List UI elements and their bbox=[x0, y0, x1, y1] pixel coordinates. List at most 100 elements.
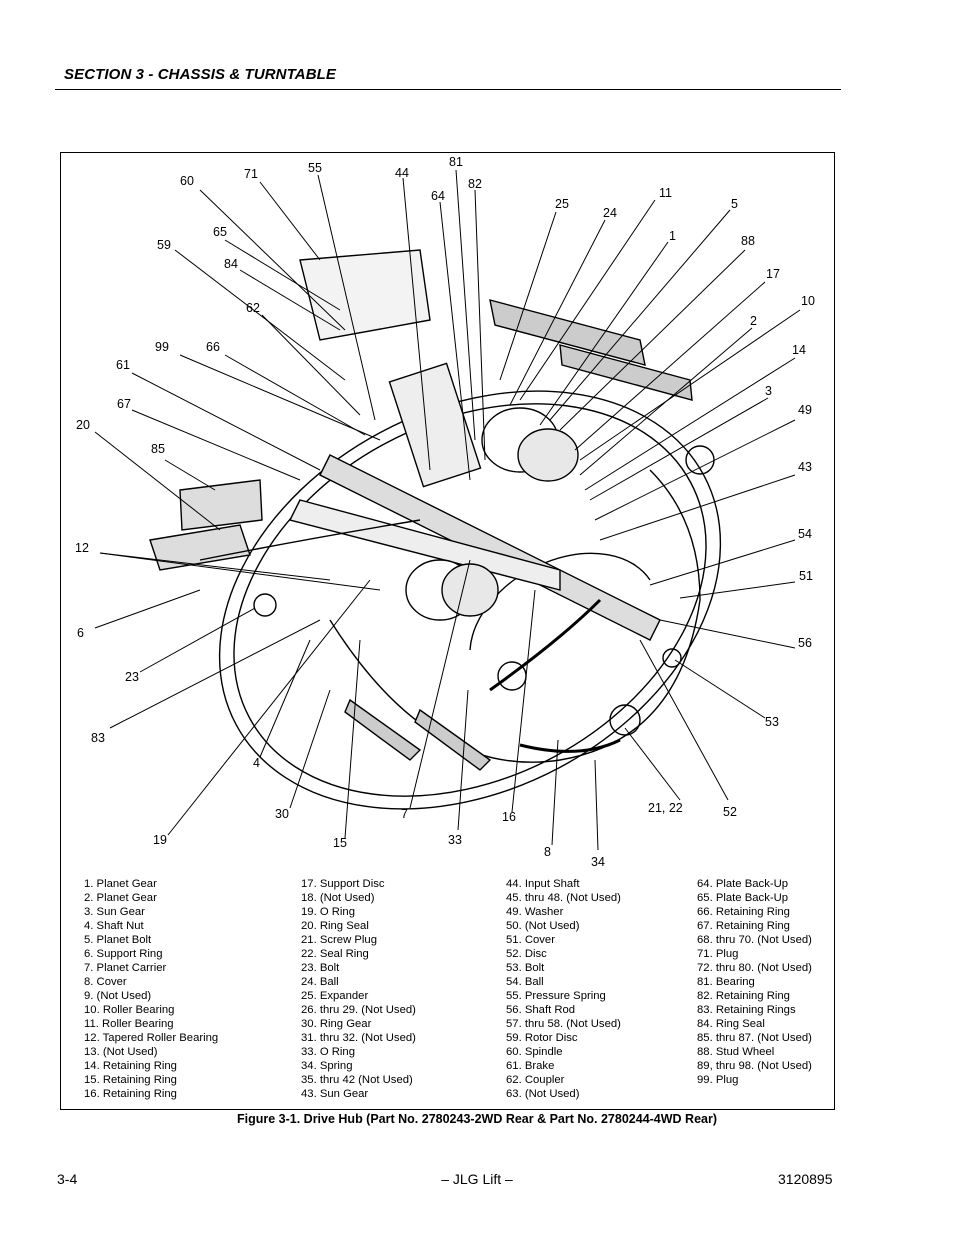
callout-4: 4 bbox=[253, 756, 260, 770]
callout-44: 44 bbox=[395, 166, 409, 180]
legend-item: 2. Planet Gear bbox=[84, 892, 157, 904]
callout-21-22: 21, 22 bbox=[648, 801, 683, 815]
callout-65: 65 bbox=[213, 225, 227, 239]
callout-14: 14 bbox=[792, 343, 806, 357]
callout-23: 23 bbox=[125, 670, 139, 684]
callout-62: 62 bbox=[246, 301, 260, 315]
callout-11: 11 bbox=[659, 186, 672, 200]
document-number: 3120895 bbox=[778, 1171, 833, 1187]
legend-item: 85. thru 87. (Not Used) bbox=[697, 1032, 812, 1044]
legend-item: 84. Ring Seal bbox=[697, 1018, 765, 1030]
legend-item: 8. Cover bbox=[84, 976, 127, 988]
legend-item: 15. Retaining Ring bbox=[84, 1074, 177, 1086]
parts-legend-col4: 64. Plate Back-Up 65. Plate Back-Up 66. … bbox=[697, 877, 812, 1087]
legend-item: 63. (Not Used) bbox=[506, 1088, 580, 1100]
parts-legend-col1: 1. Planet Gear 2. Planet Gear 3. Sun Gea… bbox=[84, 877, 218, 1101]
callout-67: 67 bbox=[117, 397, 131, 411]
callout-5: 5 bbox=[731, 197, 738, 211]
legend-item: 12. Tapered Roller Bearing bbox=[84, 1032, 219, 1044]
legend-item: 72. thru 80. (Not Used) bbox=[697, 962, 812, 974]
callout-71: 71 bbox=[244, 167, 258, 181]
parts-legend-col3: 44. Input Shaft 45. thru 48. (Not Used) … bbox=[506, 877, 621, 1101]
callout-59: 59 bbox=[157, 238, 171, 252]
legend-item: 43. Sun Gear bbox=[301, 1088, 369, 1100]
legend-item: 17. Support Disc bbox=[301, 878, 385, 890]
callout-88: 88 bbox=[741, 234, 755, 248]
legend-item: 19. O Ring bbox=[301, 906, 356, 918]
figure-caption: Figure 3-1. Drive Hub (Part No. 2780243-… bbox=[236, 1112, 718, 1126]
callout-99: 99 bbox=[155, 340, 169, 354]
legend-item: 88. Stud Wheel bbox=[697, 1046, 775, 1058]
callout-1: 1 bbox=[669, 229, 676, 243]
legend-item: 44. Input Shaft bbox=[506, 878, 580, 890]
callout-34: 34 bbox=[591, 855, 605, 869]
callout-20: 20 bbox=[76, 418, 90, 432]
callout-30: 30 bbox=[275, 807, 289, 821]
legend-item: 55. Pressure Spring bbox=[506, 990, 606, 1002]
page-number: 3-4 bbox=[57, 1171, 78, 1187]
legend-item: 1. Planet Gear bbox=[84, 878, 157, 890]
callout-8: 8 bbox=[544, 845, 551, 859]
legend-item: 64. Plate Back-Up bbox=[697, 878, 789, 890]
legend-item: 61. Brake bbox=[506, 1060, 555, 1072]
callout-12: 12 bbox=[75, 541, 89, 555]
legend-item: 3. Sun Gear bbox=[84, 906, 145, 918]
callout-85: 85 bbox=[151, 442, 165, 456]
legend-item: 20. Ring Seal bbox=[301, 920, 369, 932]
legend-item: 16. Retaining Ring bbox=[84, 1088, 177, 1100]
footer-publisher: – JLG Lift – bbox=[441, 1171, 513, 1187]
legend-item: 82. Retaining Ring bbox=[697, 990, 790, 1002]
callout-61: 61 bbox=[116, 358, 130, 372]
legend-item: 71. Plug bbox=[697, 948, 739, 960]
legend-item: 25. Expander bbox=[301, 990, 369, 1002]
callout-51: 51 bbox=[799, 569, 813, 583]
legend-item: 14. Retaining Ring bbox=[84, 1060, 177, 1072]
legend-item: 22. Seal Ring bbox=[301, 948, 369, 960]
callout-82: 82 bbox=[468, 177, 482, 191]
callout-43: 43 bbox=[798, 460, 812, 474]
legend-item: 7. Planet Carrier bbox=[84, 962, 167, 974]
callout-64: 64 bbox=[431, 189, 445, 203]
legend-item: 62. Coupler bbox=[506, 1074, 565, 1086]
legend-item: 31. thru 32. (Not Used) bbox=[301, 1032, 416, 1044]
callout-84: 84 bbox=[224, 257, 238, 271]
callout-49: 49 bbox=[798, 403, 812, 417]
legend-item: 50. (Not Used) bbox=[506, 920, 580, 932]
legend-item: 49. Washer bbox=[506, 906, 564, 918]
callout-17: 17 bbox=[766, 267, 780, 281]
callout-19: 19 bbox=[153, 833, 167, 847]
callout-15: 15 bbox=[333, 836, 347, 850]
legend-item: 81. Bearing bbox=[697, 976, 755, 988]
legend-item: 26. thru 29. (Not Used) bbox=[301, 1004, 416, 1016]
legend-item: 24. Ball bbox=[301, 976, 339, 988]
legend-item: 35. thru 42 (Not Used) bbox=[301, 1074, 413, 1086]
callout-53: 53 bbox=[765, 715, 779, 729]
legend-item: 68. thru 70. (Not Used) bbox=[697, 934, 812, 946]
legend-item: 59. Rotor Disc bbox=[506, 1032, 578, 1044]
legend-item: 18. (Not Used) bbox=[301, 892, 375, 904]
section-title: SECTION 3 - CHASSIS & TURNTABLE bbox=[64, 66, 337, 83]
callout-24: 24 bbox=[603, 206, 617, 220]
callout-10: 10 bbox=[801, 294, 815, 308]
legend-item: 45. thru 48. (Not Used) bbox=[506, 892, 621, 904]
legend-item: 5. Planet Bolt bbox=[84, 934, 152, 946]
callout-81: 81 bbox=[449, 155, 463, 169]
callout-16: 16 bbox=[502, 810, 516, 824]
legend-item: 51. Cover bbox=[506, 934, 555, 946]
legend-item: 60. Spindle bbox=[506, 1046, 563, 1058]
legend-item: 4. Shaft Nut bbox=[84, 920, 144, 932]
callout-54: 54 bbox=[798, 527, 812, 541]
legend-item: 99. Plug bbox=[697, 1074, 739, 1086]
callout-25: 25 bbox=[555, 197, 569, 211]
legend-item: 6. Support Ring bbox=[84, 948, 163, 960]
callout-66: 66 bbox=[206, 340, 220, 354]
callout-6: 6 bbox=[77, 626, 84, 640]
figure-frame bbox=[60, 152, 835, 1110]
legend-item: 83. Retaining Rings bbox=[697, 1004, 796, 1016]
callout-55: 55 bbox=[308, 161, 322, 175]
header-rule bbox=[55, 89, 841, 90]
legend-item: 34. Spring bbox=[301, 1060, 353, 1072]
legend-item: 9. (Not Used) bbox=[84, 990, 152, 1002]
legend-item: 52. Disc bbox=[506, 948, 547, 960]
